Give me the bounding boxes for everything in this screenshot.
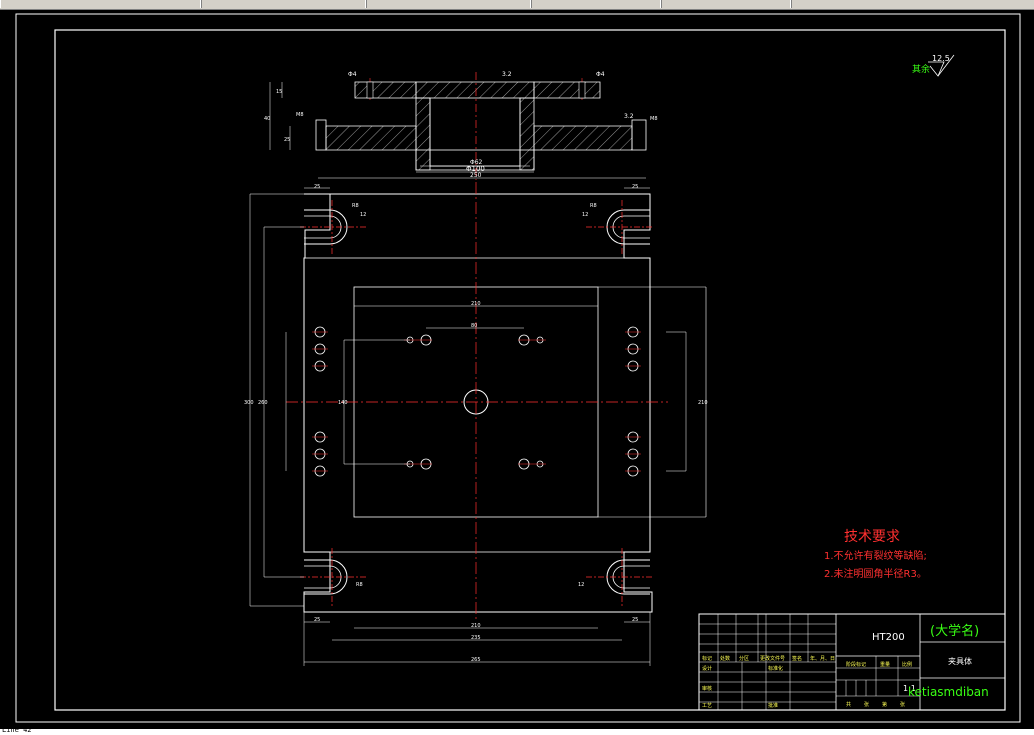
tb-school: (大学名) [930,623,979,639]
hole-group-right [627,326,639,477]
toolbar-tab[interactable] [365,0,532,8]
dim-rough-top: 3.2 [502,71,512,78]
dim-h2: 40 [264,116,270,122]
hole-group-left [314,326,326,477]
roughness-symbol-icon [928,61,945,77]
technical-requirements: 技术要求 1.不允许有裂纹等缺陷; 2.未注明圆角半径R3。 [824,529,927,580]
tb-row-standard: 标准化 [768,665,783,672]
tb-scale: 1:1 [903,684,916,693]
corner-slot-tl [304,209,348,245]
status-bar: Line 42 [0,726,1034,735]
toolbar-tab[interactable] [660,0,792,8]
dim-inner-dia: Φ62 [470,159,483,166]
dim-hole-spacing: 80 [471,323,477,329]
tb-header-0: 标记 [702,655,712,662]
section-base-plate [325,125,417,151]
slot-width-tr: 12 [582,212,588,218]
tb-row-review: 审核 [702,685,712,692]
tb-stage: 阶段标记 [846,661,866,668]
tech-item-2: 2.未注明圆角半径R3。 [824,567,927,580]
tb-sheet-3: 张 [900,701,905,708]
tb-header-1: 处数 [720,655,730,662]
tb-header-5: 年、月、日 [810,655,835,662]
drawing-inner-border [54,29,1006,711]
tb-header-2: 分区 [739,655,749,662]
section-bore [429,97,521,167]
slot-radius-tr: R8 [590,203,597,209]
section-view: Φ62 Φ100 250 Φ4 Φ4 3.2 3.2 M8 M8 15 40 2… [264,71,658,180]
drawing-outer-border [15,13,1021,723]
dim-overall-width: 250 [470,172,482,179]
tb-header-3: 更改文件号 [760,655,785,662]
tb-sheet-2: 第 [882,701,887,708]
tb-header-4: 签名 [792,655,802,662]
roughness-label: 其余 [912,63,930,75]
tb-watermark: ketiasmdiban [908,685,989,699]
dim-v-total: 300 [244,400,254,406]
dim-right-lug: 25 [632,184,638,190]
toolbar-tab[interactable] [0,0,202,8]
tech-item-1: 1.不允许有裂纹等缺陷; [824,549,927,562]
dim-v-right: 210 [698,400,708,406]
slot-width-br: 12 [578,582,584,588]
status-text: Line 42 [2,726,32,734]
dim-plan-inner: 210 [471,623,481,629]
dim-v-inner: 140 [338,400,348,406]
tb-part-name: 夹具体 [948,656,972,666]
tb-sheet-0: 共 [846,701,851,708]
cad-drawing-canvas[interactable]: 其余 12.5 Φ62 Φ100 250 Φ4 Φ4 [0,9,1034,729]
dim-h1: 15 [276,89,282,95]
dim-rough-right: 3.2 [624,113,634,120]
dim-hole-left: Φ4 [348,71,357,78]
plan-outline [303,193,653,613]
dim-left-lug: 25 [314,184,320,190]
roughness-value: 12.5 [932,54,950,63]
toolbar-tab[interactable] [530,0,662,8]
dim-bottom-left-lug: 25 [314,617,320,623]
cad-toolbar [0,0,1034,10]
tb-row-design: 设计 [702,665,712,672]
tb-row-craft: 工艺 [702,703,712,709]
surface-roughness-note: 其余 12.5 [912,54,955,77]
corner-slot-bl [304,559,348,595]
plan-view: R8 12 R8 12 R8 12 [244,182,708,666]
dim-h3: 25 [284,137,290,143]
dim-plan-total: 265 [471,657,481,663]
slot-radius-tl: R8 [352,203,359,209]
dim-plan-inner-top: 210 [471,301,481,307]
toolbar-tab[interactable] [200,0,367,8]
dim-top-dia: Φ100 [466,165,485,173]
tb-material: HT200 [872,632,905,643]
dim-bottom-right-lug: 25 [632,617,638,623]
tb-row-approve: 批准 [768,702,778,709]
tb-sheet-1: 张 [864,701,869,708]
toolbar-tab[interactable] [790,0,1034,8]
tech-title: 技术要求 [844,529,900,545]
slot-radius-bl: R8 [356,582,363,588]
title-block: 标记 处数 分区 更改文件号 签名 年、月、日 设计 标准化 审核 工艺 批准 … [698,613,1006,711]
dim-hole-right: Φ4 [596,71,605,78]
tb-weight: 重量 [880,661,890,668]
dim-v-mid: 260 [258,400,268,406]
dim-plan-mid: 235 [471,635,481,641]
dim-thread-right: M8 [650,116,658,122]
tb-ratio: 比例 [902,661,912,668]
slot-width-tl: 12 [360,212,366,218]
dim-thread-left: M8 [296,112,304,118]
section-flange-top [354,81,417,99]
